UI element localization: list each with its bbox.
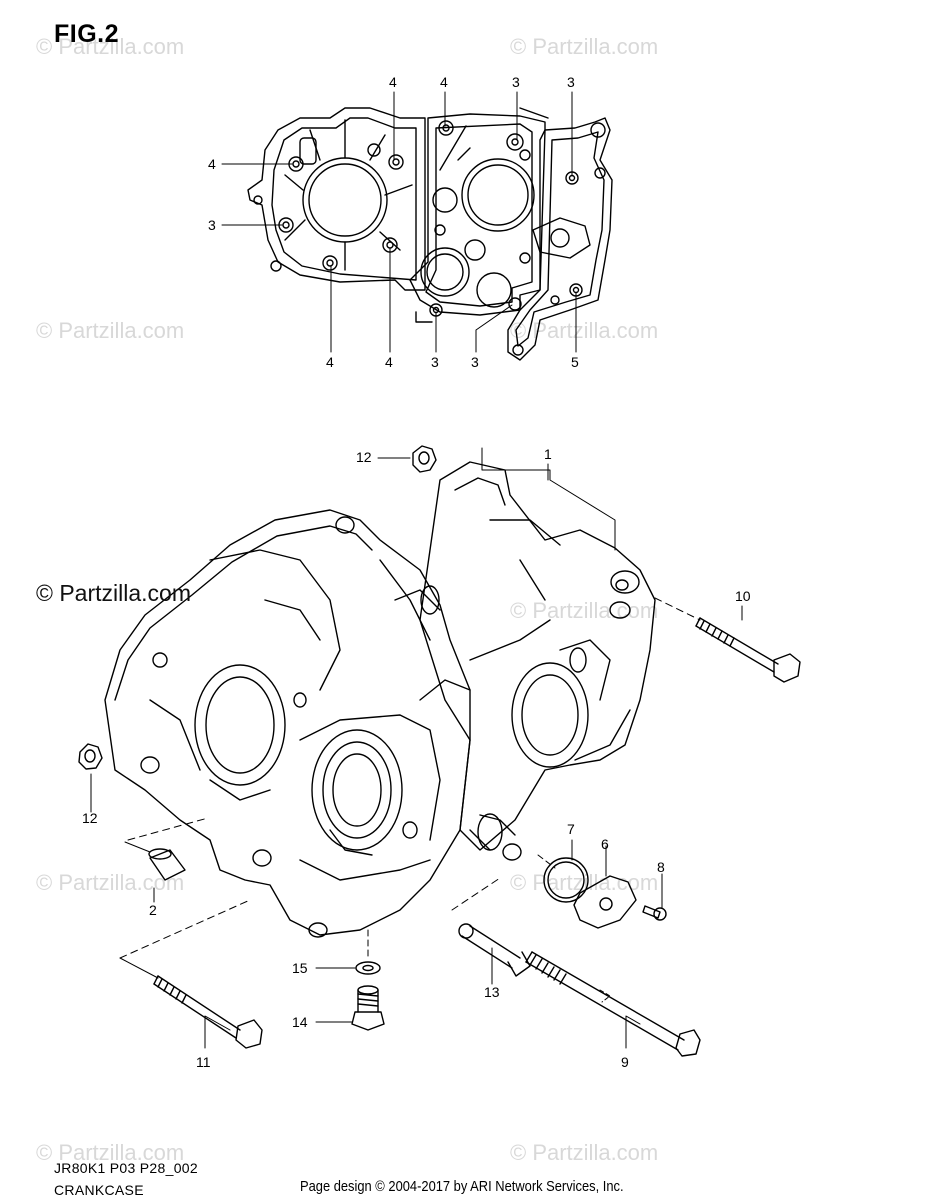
crankcase-outline <box>104 461 656 938</box>
watermark-faint: © Partzilla.com <box>36 1140 185 1165</box>
callout-label: 15 <box>292 960 308 976</box>
figure-code: JR80K1 P03 P28_002 <box>54 1160 198 1176</box>
top-leaders <box>221 91 577 353</box>
gasket-outline <box>247 107 613 361</box>
watermark-faint: © Partzilla.com <box>36 318 185 343</box>
figure-title: FIG.2 <box>54 20 120 48</box>
callout-label: 10 <box>735 588 751 604</box>
watermark-faint: © Partzilla.com <box>510 318 659 343</box>
callout-label: 4 <box>389 74 397 90</box>
bottom-callouts: 1 12 10 12 2 7 6 8 15 13 14 11 9 <box>82 446 751 1070</box>
watermark-faint: © Partzilla.com <box>510 1140 659 1165</box>
callout-label: 9 <box>621 1054 629 1070</box>
callout-label: 12 <box>356 449 372 465</box>
callout-label: 4 <box>326 354 334 370</box>
callout-label: 11 <box>196 1054 211 1070</box>
callout-label: 4 <box>440 74 448 90</box>
callout-label: 2 <box>149 902 157 918</box>
bottom-leaders <box>90 447 743 1049</box>
callout-label: 4 <box>385 354 393 370</box>
watermark-faint: © Partzilla.com <box>510 598 659 623</box>
callout-label: 13 <box>484 984 500 1000</box>
watermark-faint: © Partzilla.com <box>510 34 659 59</box>
callout-label: 12 <box>82 810 98 826</box>
callout-label: 6 <box>601 836 609 852</box>
callout-label: 4 <box>208 156 216 172</box>
callout-label: 3 <box>431 354 439 370</box>
watermark-faint: © Partzilla.com <box>36 34 185 59</box>
callout-label: 3 <box>567 74 575 90</box>
watermark-main: © Partzilla.com <box>36 580 191 606</box>
callout-label: 1 <box>544 446 552 462</box>
watermark-faint: © Partzilla.com <box>36 870 185 895</box>
callout-label: 3 <box>208 217 216 233</box>
callout-label: 3 <box>512 74 520 90</box>
callout-label: 5 <box>571 354 579 370</box>
parts <box>78 445 801 1057</box>
figure-name: CRANKCASE <box>54 1182 144 1198</box>
top-callouts: 4 4 3 3 4 3 4 4 3 3 5 <box>208 74 579 370</box>
callout-label: 8 <box>657 859 665 875</box>
callout-label: 7 <box>567 821 575 837</box>
callout-label: 14 <box>292 1014 308 1030</box>
callout-label: 3 <box>471 354 479 370</box>
footer-credit: Page design © 2004-2017 by ARI Network S… <box>300 1178 624 1195</box>
